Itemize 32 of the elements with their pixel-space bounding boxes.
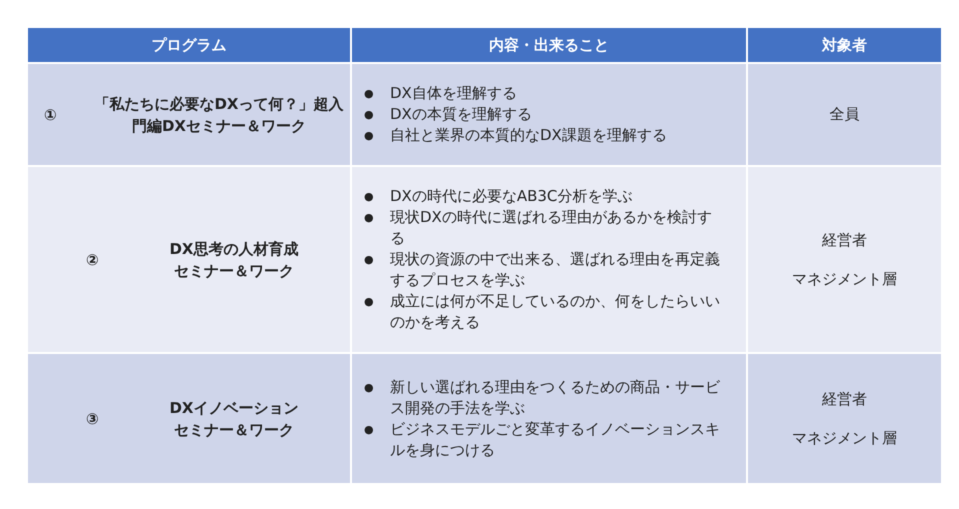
bullet-text: 現状の資源の中で出来る、選ばれる理由を再定義するプロセスを学ぶ [390,249,721,291]
audience-text: 全員 [830,105,860,124]
bullet-text: ビジネスモデルごと変革するイノベーションスキルを身につける [390,418,721,460]
row-number: ① [44,106,58,124]
bullet-mark: ● [364,107,375,123]
program-title: 「私たちに必要なDXって何？」超入門編DXセミナー＆ワーク [94,94,344,136]
row-number: ③ [86,410,100,428]
program-title: DXイノベーションセミナー＆ワーク [168,398,300,440]
bullet-text: 現状DXの時代に選ばれる理由があるかを検討する [390,207,713,249]
bullet-mark: ● [364,86,375,102]
bullet-mark: ● [364,422,375,438]
bullet-mark: ● [364,210,375,226]
bullet-mark: ● [364,189,375,205]
header-cell: プログラム [28,28,352,62]
bullet-text: DXの時代に必要なAB3C分析を学ぶ [390,186,632,207]
bullet-text: DXの本質を理解する [390,104,532,125]
audience-text: マネジメント層 [792,428,897,448]
bullet-mark: ● [364,380,375,396]
bullet-text: 自社と業界の本質的なDX課題を理解する [390,125,667,146]
row-number: ② [86,250,100,268]
bullet-text: 成立には何が不足しているのか、何をしたらいいのかを考える [390,291,721,333]
bullet-mark: ● [364,128,375,144]
header-cell: 対象者 [748,28,941,62]
audience-text: マネジメント層 [792,270,897,288]
bullet-text: 新しい選ばれる理由をつくるための商品・サービス開発の手法を学ぶ [390,376,721,418]
program-title: DX思考の人材育成セミナー＆ワーク [168,238,300,282]
audience-text: 経営者 [822,230,867,250]
bullet-mark: ● [364,294,375,310]
bullet-mark: ● [364,252,375,268]
header-cell: 内容・出来ること [352,28,748,62]
bullet-text: DX自体を理解する [390,83,517,104]
audience-text: 経営者 [822,390,867,408]
